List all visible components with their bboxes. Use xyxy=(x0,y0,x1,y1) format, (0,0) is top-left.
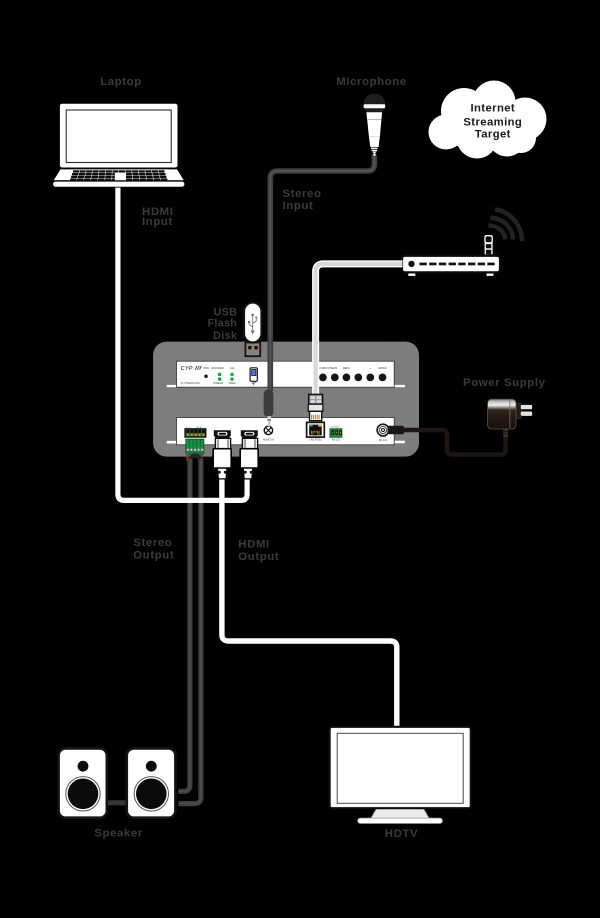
svg-text:Internet: Internet xyxy=(470,103,515,115)
svg-text:LAN: LAN xyxy=(230,367,235,370)
svg-text:TxD RxD +: TxD RxD + xyxy=(331,426,341,428)
svg-text:ENTER: ENTER xyxy=(378,367,386,370)
svg-text:PWR: PWR xyxy=(203,367,209,370)
svg-text:Output: Output xyxy=(238,551,279,563)
svg-text:VIDEO: VIDEO xyxy=(228,382,236,385)
svg-text:RS-232: RS-232 xyxy=(332,439,341,442)
svg-text:MENU: MENU xyxy=(343,367,350,370)
svg-text:STREAM: STREAM xyxy=(213,382,223,385)
svg-text:Target: Target xyxy=(475,129,511,141)
svg-text:ENCODER: ENCODER xyxy=(212,367,224,370)
svg-text:LAN (POE): LAN (POE) xyxy=(309,439,321,442)
svg-text:Speaker: Speaker xyxy=(94,828,143,840)
svg-text:HDMI: HDMI xyxy=(142,206,174,218)
svg-text:Stereo: Stereo xyxy=(283,188,322,200)
svg-text:+: + xyxy=(370,367,372,370)
svg-text:Microphone: Microphone xyxy=(336,76,407,88)
svg-text:Disk: Disk xyxy=(213,330,238,342)
svg-text:HDTV: HDTV xyxy=(385,828,418,840)
svg-text:CYP: CYP xyxy=(181,366,193,372)
svg-text:DC 12V: DC 12V xyxy=(379,439,388,442)
svg-text:RECORD-STREAM: RECORD-STREAM xyxy=(316,367,337,370)
svg-text:HDMI: HDMI xyxy=(238,539,270,551)
svg-text:Input: Input xyxy=(283,200,314,212)
svg-text:⊝-⊕-⊕: ⊝-⊕-⊕ xyxy=(380,436,387,439)
svg-text:Stereo: Stereo xyxy=(133,537,172,549)
svg-text:IP-XTREAM-PAK: IP-XTREAM-PAK xyxy=(181,382,201,385)
svg-text:USB: USB xyxy=(213,306,237,318)
svg-text:Output: Output xyxy=(133,549,174,561)
svg-text:AUDIO IN: AUDIO IN xyxy=(263,438,274,441)
svg-text:Streaming: Streaming xyxy=(463,116,522,128)
svg-text:-: - xyxy=(358,367,359,370)
svg-text:Input: Input xyxy=(142,216,173,228)
svg-text:Flash: Flash xyxy=(207,318,237,330)
svg-text:Laptop: Laptop xyxy=(100,76,142,88)
svg-text:Power Supply: Power Supply xyxy=(463,377,546,389)
